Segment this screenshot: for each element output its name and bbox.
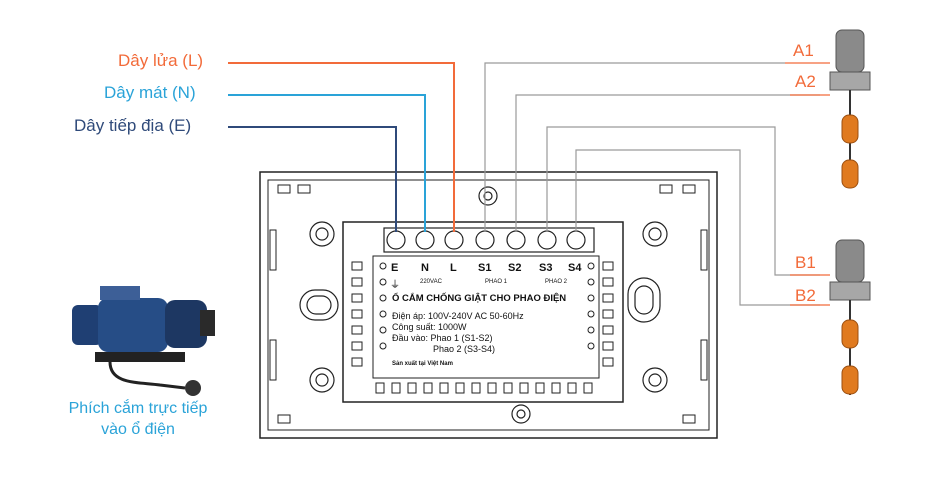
terminal-b1-label: B1	[795, 253, 816, 272]
panel-power: Công suất: 1000W	[392, 322, 467, 332]
terminal-s1-label: S1	[478, 262, 492, 274]
neutral-wire-label: Dây mát (N)	[104, 83, 196, 102]
group-220vac: 220VAC	[420, 279, 442, 285]
socket-plate-outer	[259, 171, 718, 439]
earth-wire-label: Dây tiếp địa (E)	[74, 116, 192, 135]
panel-made-in: Sản xuất tại Việt Nam	[392, 361, 453, 367]
terminal-b2-label: B2	[795, 286, 816, 305]
terminal-e-label: E	[391, 262, 399, 274]
module-label-area	[372, 255, 600, 379]
water-pump-image	[72, 286, 215, 396]
earth-wire	[228, 126, 397, 232]
live-wire-label: Dây lửa (L)	[118, 51, 204, 70]
panel-input-1: Đầu vào: Phao 1 (S1-S2)	[392, 333, 493, 343]
terminal-l-label: L	[450, 262, 457, 274]
terminal-s2-label: S2	[508, 262, 522, 274]
socket-plate-inner	[267, 179, 710, 431]
float-switch-b	[829, 239, 871, 395]
terminal-s4-label: S4	[568, 262, 582, 274]
float-switch-a	[829, 29, 871, 189]
plug-caption-line1: Phích cắm trực tiếp	[68, 400, 208, 417]
terminal-s3-label: S3	[539, 262, 553, 274]
neutral-wire	[228, 94, 426, 232]
screw-holes	[299, 186, 668, 424]
earth-symbol-icon: ⏚	[390, 280, 400, 291]
panel-title: Ổ CẮM CHỐNG GIẬT CHO PHAO ĐIỆN	[392, 293, 567, 304]
module-bottom-pins	[375, 382, 593, 394]
plug-caption: Phích cắm trực tiếp vào ổ điện	[28, 398, 248, 440]
panel-input-2: Phao 2 (S3-S4)	[433, 344, 496, 354]
plate-slots	[269, 184, 708, 424]
group-phao1: PHAO 1	[485, 279, 508, 285]
terminal-n-label: N	[421, 262, 429, 274]
live-wire	[228, 62, 455, 232]
terminal-a2-label: A2	[795, 72, 816, 91]
panel-voltage: Điện áp: 100V-240V AC 50-60Hz	[392, 311, 524, 321]
plug-caption-line2: vào ổ điện	[101, 421, 175, 438]
terminal-a1-label: A1	[793, 41, 814, 60]
float-wire-underlines	[785, 62, 830, 306]
group-phao2: PHAO 2	[545, 279, 568, 285]
module-side-pins	[351, 261, 614, 367]
